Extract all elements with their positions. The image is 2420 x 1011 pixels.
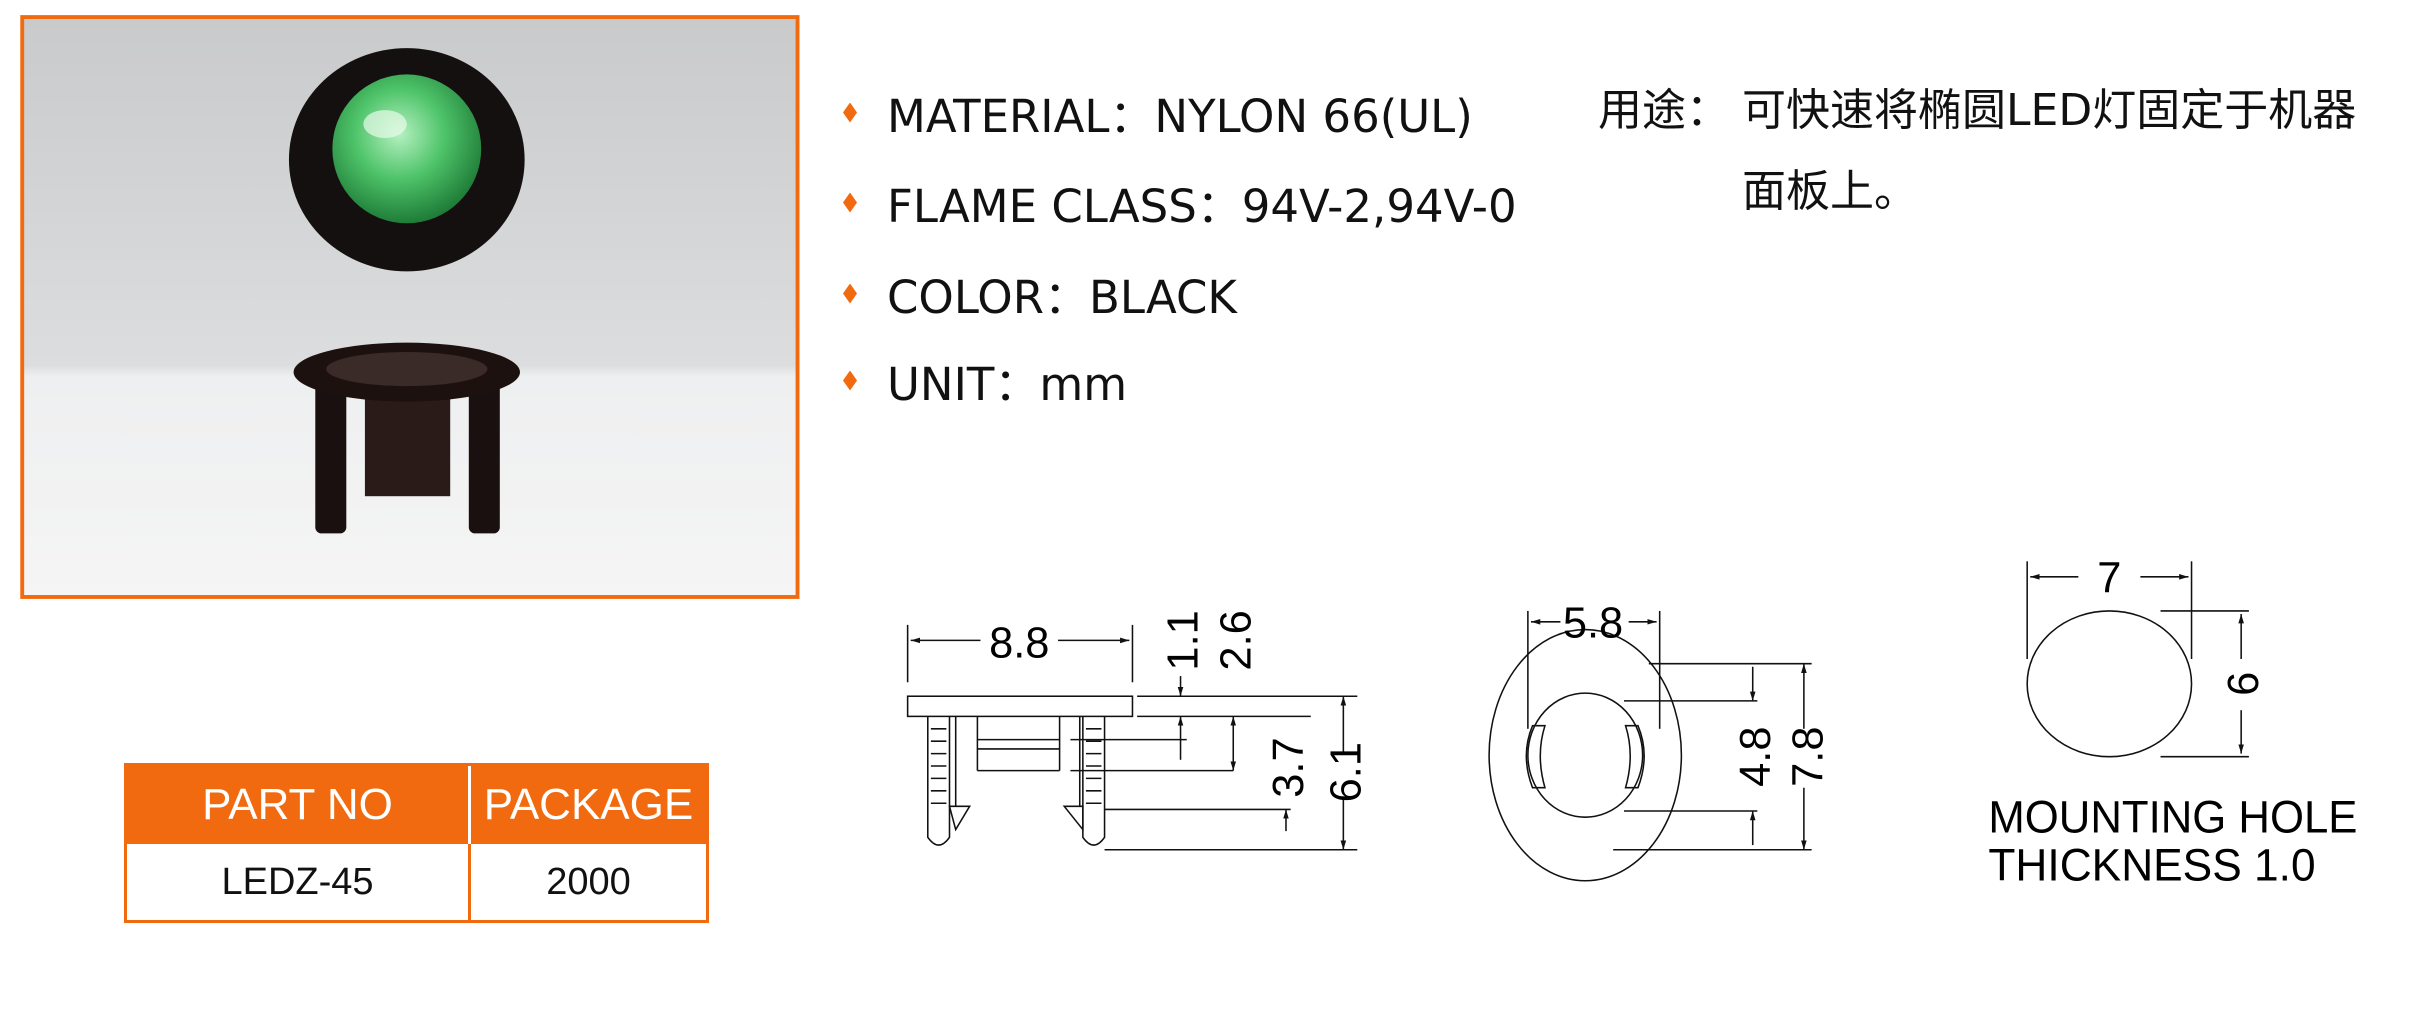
dim-6-1: 6.1 xyxy=(1322,742,1370,802)
spec-material: MATERIAL：NYLON 66(UL) xyxy=(843,80,1473,145)
bullet-icon xyxy=(843,102,857,123)
usage-line-1: 可快速将椭圆LED灯固定于机器 xyxy=(1742,85,2357,136)
dim-4-8: 4.8 xyxy=(1732,727,1780,787)
dim-6: 6 xyxy=(2220,672,2268,696)
cell-package: 2000 xyxy=(546,860,631,903)
bullet-icon xyxy=(843,283,857,304)
dim-3-7: 3.7 xyxy=(1265,737,1313,797)
header-package: PACKAGE xyxy=(471,766,706,844)
mounting-hole-note: MOUNTING HOLE xyxy=(1988,792,2357,843)
spec-color: COLOR：BLACK xyxy=(843,261,1237,326)
spec-text: COLOR：BLACK xyxy=(887,271,1237,324)
dim-5-8: 5.8 xyxy=(1563,599,1623,647)
header-part-no: PART NO xyxy=(127,766,471,844)
usage-label: 用途： xyxy=(1598,85,1730,136)
dim-7-8: 7.8 xyxy=(1784,727,1832,787)
spec-text: UNIT：mm xyxy=(887,358,1128,411)
top-view-drawing xyxy=(1488,610,1812,882)
part-table: PART NO PACKAGE LEDZ-45 2000 xyxy=(124,763,709,923)
dim-8-8: 8.8 xyxy=(989,619,1049,667)
bullet-icon xyxy=(843,370,857,391)
bullet-icon xyxy=(843,192,857,213)
dim-7: 7 xyxy=(2097,554,2121,602)
cell-part-no: LEDZ-45 xyxy=(127,844,471,920)
usage-line-2: 面板上。 xyxy=(1742,166,1918,217)
led-holder-clip xyxy=(293,342,520,534)
thickness-note: THICKNESS 1.0 xyxy=(1988,840,2315,891)
mounting-hole-drawing xyxy=(2026,561,2249,758)
green-led xyxy=(332,74,482,224)
product-photo xyxy=(20,15,800,599)
spec-unit: UNIT：mm xyxy=(843,348,1127,413)
spec-text: MATERIAL：NYLON 66(UL) xyxy=(887,90,1473,143)
side-view-drawing xyxy=(906,624,1358,851)
dim-2-6: 2.6 xyxy=(1212,610,1260,670)
spec-flame-class: FLAME CLASS：94V-2,94V-0 xyxy=(843,170,1517,235)
spec-text: FLAME CLASS：94V-2,94V-0 xyxy=(887,180,1517,233)
dim-1-1: 1.1 xyxy=(1160,610,1208,670)
